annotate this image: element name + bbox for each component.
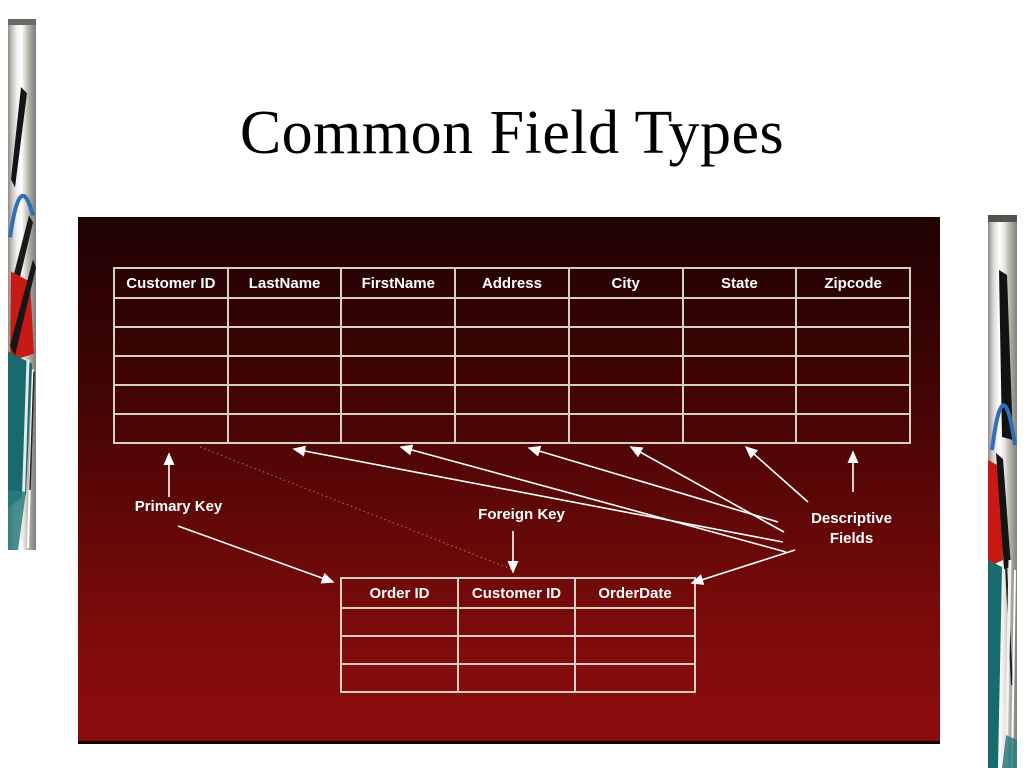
table-row [340,663,696,693]
table-cell [113,326,229,357]
customers-table: Customer ID LastName FirstName Address C… [113,267,911,444]
orders-table: Order ID Customer ID OrderDate [340,577,696,693]
column-header-zipcode: Zipcode [795,267,911,299]
descriptive-arrow-firstname [399,444,787,553]
table-cell [795,326,911,357]
table-cell [795,413,911,444]
table-cell [795,355,911,386]
table-cell [457,607,576,637]
table-cell [454,326,570,357]
decorative-photo-strip-right [988,215,1017,768]
table-cell [226,355,343,386]
descriptive-arrow-lastname [292,445,784,543]
foreign-key-label: Foreign Key [478,506,565,523]
table-cell [681,384,798,415]
table-cell [574,663,696,693]
table-cell [340,384,457,415]
table-cell [113,384,229,415]
column-header-lastname: LastName [226,267,343,299]
table-cell [340,607,459,637]
table-cell [795,297,911,328]
table-row [340,607,696,637]
customers-header-row: Customer ID LastName FirstName Address C… [113,267,911,299]
table-cell [574,607,696,637]
table-row [113,326,911,357]
table-cell [681,413,798,444]
column-header-order-id: Order ID [340,577,459,609]
table-cell [340,413,457,444]
table-cell [681,297,798,328]
table-cell [340,355,457,386]
descriptive-fields-label: Descriptive Fields [789,509,914,550]
table-cell [340,297,457,328]
column-header-city: City [567,267,684,299]
descriptive-fields-line1: Descriptive [811,510,892,527]
table-row [113,413,911,444]
table-cell [681,326,798,357]
table-cell [567,326,684,357]
table-cell [113,413,229,444]
table-cell [681,355,798,386]
page-title: Common Field Types [239,99,785,167]
primary-key-label: Primary Key [134,498,223,515]
primary-key-to-orders-arrow [177,525,335,584]
column-header-address: Address [454,267,570,299]
table-row [113,355,911,386]
table-cell [567,355,684,386]
diagram-panel: Customer ID LastName FirstName Address C… [78,217,940,744]
orders-header-row: Order ID Customer ID OrderDate [340,577,696,609]
table-cell [113,297,229,328]
table-row [113,384,911,415]
table-cell [567,413,684,444]
table-cell [574,635,696,665]
table-cell [795,384,911,415]
table-cell [226,413,343,444]
table-cell [457,635,576,665]
column-header-customer-id: Customer ID [113,267,229,299]
column-header-state: State [681,267,798,299]
descriptive-fields-line2: Fields [829,530,874,548]
table-cell [454,355,570,386]
table-cell [457,663,576,693]
column-header-firstname: FirstName [340,267,457,299]
decorative-photo-strip-left [8,19,36,550]
descriptive-arrow-state [744,445,809,503]
table-cell [226,326,343,357]
table-cell [340,635,459,665]
descriptive-arrow-city [629,446,785,533]
descriptive-arrow-orders-table [690,549,796,585]
column-header-orders-customer-id: Customer ID [457,577,576,609]
table-cell [340,326,457,357]
table-cell [226,297,343,328]
table-cell [226,384,343,415]
table-cell [567,384,684,415]
table-cell [113,355,229,386]
table-cell [454,384,570,415]
table-cell [454,297,570,328]
table-row [113,297,911,328]
table-row [340,635,696,665]
column-header-orderdate: OrderDate [574,577,696,609]
table-cell [340,663,459,693]
table-cell [454,413,570,444]
table-cell [567,297,684,328]
